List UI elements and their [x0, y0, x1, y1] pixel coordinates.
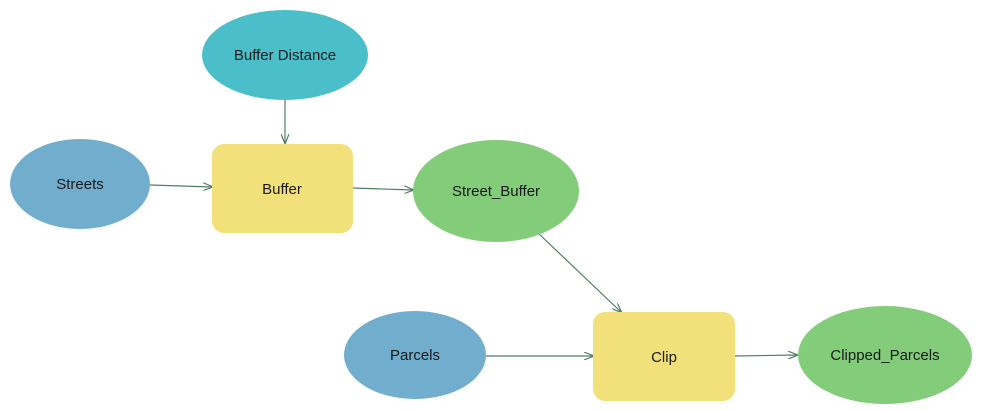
street-buffer-ellipse [413, 140, 579, 242]
streets-ellipse [10, 139, 150, 229]
node-streets[interactable]: Streets [10, 139, 150, 229]
clip-box [593, 312, 735, 401]
buffer-distance-label: Buffer Distance [234, 47, 336, 64]
buffer-distance-ellipse [202, 10, 368, 100]
node-buffer[interactable]: Buffer [212, 144, 353, 233]
node-buffer-distance[interactable]: Buffer Distance [202, 10, 368, 100]
connector-street-buffer-to-clip[interactable] [537, 232, 621, 312]
buffer-box [212, 144, 353, 233]
streets-label: Streets [56, 176, 104, 193]
parcels-label: Parcels [390, 347, 440, 364]
node-parcels[interactable]: Parcels [344, 311, 486, 399]
clipped-parcels-ellipse [798, 306, 972, 404]
connector-streets-to-buffer[interactable] [149, 185, 212, 187]
clipped-parcels-label: Clipped_Parcels [830, 347, 939, 364]
parcels-ellipse [344, 311, 486, 399]
clip-label: Clip [651, 349, 677, 366]
node-clipped-parcels[interactable]: Clipped_Parcels [798, 306, 972, 404]
connector-buffer-to-street-buffer[interactable] [352, 188, 413, 190]
connector-clip-to-clipped-parcels[interactable] [734, 355, 797, 356]
buffer-label: Buffer [262, 181, 302, 198]
street-buffer-label: Street_Buffer [452, 183, 540, 200]
node-clip[interactable]: Clip [593, 312, 735, 401]
node-street-buffer[interactable]: Street_Buffer [413, 140, 579, 242]
